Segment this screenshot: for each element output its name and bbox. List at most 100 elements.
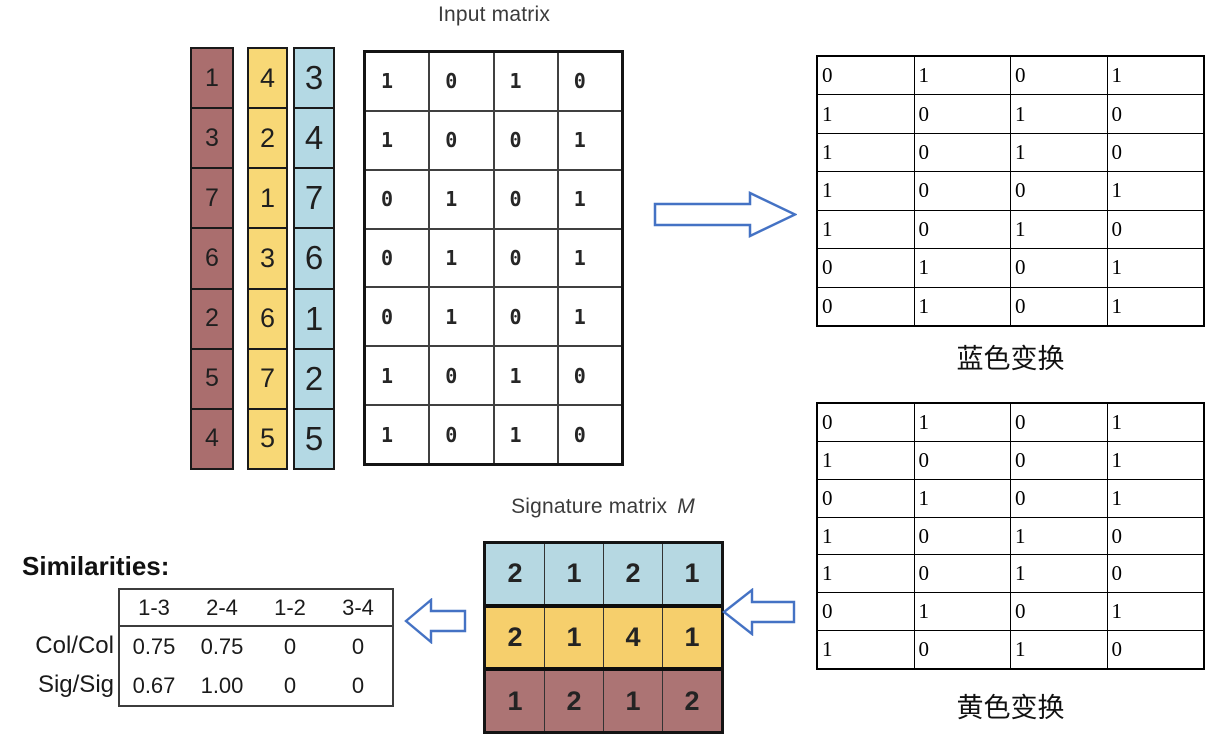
cell: 1 [486, 671, 545, 732]
matrix-cell: 1 [1111, 293, 1123, 318]
matrix-cell: 0 [573, 69, 586, 94]
cell: 1 [192, 49, 232, 110]
matrix-cell: 1 [1011, 95, 1108, 133]
matrix-cell: 1 [495, 347, 559, 405]
cell: 0 [283, 672, 297, 698]
matrix-cell: 1 [1011, 517, 1108, 555]
cell: 4 [249, 49, 286, 110]
cell: 6 [295, 229, 333, 290]
cell: 2-4 [206, 594, 238, 620]
matrix-cell: 0 [366, 170, 431, 228]
matrix-cell: 1 [818, 210, 915, 249]
cell: 2 [192, 289, 232, 350]
cell: 2 [604, 544, 663, 604]
matrix-cell: 1 [1111, 178, 1123, 203]
matrix-cell: 0 [915, 133, 1011, 172]
matrix-cell: 1 [1011, 555, 1108, 593]
matrix-cell: 1 [430, 229, 495, 287]
matrix-cell: 1 [915, 57, 1011, 95]
cell: 0 [283, 633, 297, 659]
matrix-cell: 0 [495, 170, 559, 228]
matrix-cell: 1 [495, 53, 559, 110]
matrix-cell: 1 [1111, 255, 1123, 280]
cell: 1-3 [138, 594, 170, 620]
matrix-cell: 0 [1011, 172, 1108, 210]
cell: 3 [249, 229, 286, 290]
matrix-cell: 1 [366, 53, 431, 110]
matrix-cell: 0 [915, 172, 1011, 210]
cell: 1.00 [200, 672, 244, 698]
cell: 4 [192, 409, 232, 468]
matrix-cell: 1 [366, 347, 431, 405]
matrix-cell: 0 [915, 441, 1011, 479]
matrix-cell: 0 [430, 53, 495, 110]
matrix-cell: 1 [1111, 599, 1123, 624]
matrix-cell: 0 [366, 229, 431, 287]
cell: 2 [249, 109, 286, 170]
matrix-cell: 1 [818, 133, 915, 172]
matrix-cell: 0 [430, 347, 495, 405]
cell: 2 [545, 671, 604, 732]
matrix-cell: 1 [818, 517, 915, 555]
cell: 6 [249, 289, 286, 350]
matrix-cell: 1 [1111, 63, 1123, 88]
similarities-row-label-colcol: Col/Col [35, 632, 114, 659]
matrix-cell: 1 [915, 404, 1011, 441]
matrix-cell: 1 [430, 288, 495, 346]
cell: 7 [192, 169, 232, 230]
matrix-cell: 0 [1111, 561, 1123, 586]
cell: 2 [486, 607, 545, 668]
matrix-cell: 0 [495, 229, 559, 287]
cell: 1 [663, 607, 721, 668]
matrix-cell: 1 [915, 593, 1011, 631]
cell: 5 [249, 409, 286, 468]
cell: 1 [663, 544, 721, 604]
cell: 1 [604, 671, 663, 732]
matrix-cell: 1 [818, 441, 915, 479]
cell: 2 [295, 349, 333, 410]
matrix-cell: 0 [366, 288, 431, 346]
matrix-cell: 0 [1011, 404, 1108, 441]
cell: 2 [486, 544, 545, 604]
matrix-cell: 0 [915, 517, 1011, 555]
cell: 1 [295, 289, 333, 350]
cell: 1 [545, 544, 604, 604]
matrix-cell: 0 [1111, 140, 1123, 165]
similarities-row-label-sigsig: Sig/Sig [37, 671, 114, 698]
matrix-cell: 1 [366, 111, 431, 169]
matrix-cell: 1 [573, 246, 586, 270]
matrix-cell: 1 [818, 172, 915, 210]
cell: 7 [249, 349, 286, 410]
matrix-cell: 0 [1011, 57, 1108, 95]
matrix-cell: 0 [818, 593, 915, 631]
matrix-cell: 0 [915, 210, 1011, 249]
matrix-cell: 1 [573, 304, 586, 329]
cell: 0.67 [132, 672, 176, 698]
cell: 3 [295, 49, 333, 110]
matrix-cell: 0 [430, 406, 495, 464]
cell: 3-4 [342, 594, 374, 620]
matrix-cell: 0 [1011, 593, 1108, 631]
signature-matrix-title-text: Signature matrix [511, 495, 668, 518]
matrix-cell: 0 [818, 57, 915, 95]
